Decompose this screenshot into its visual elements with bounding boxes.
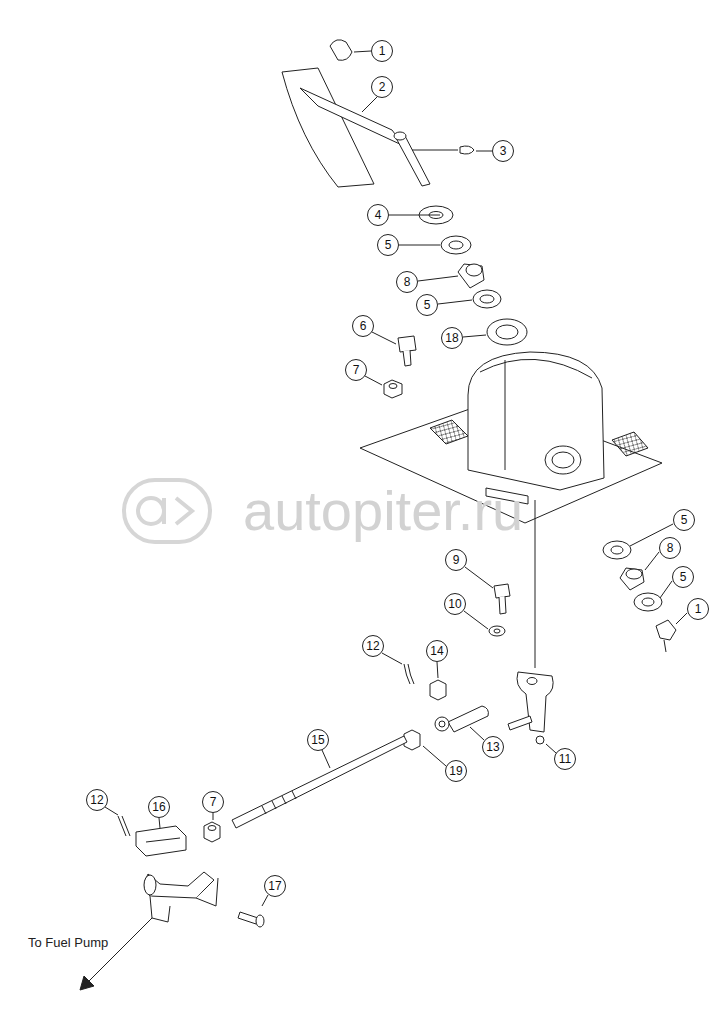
callout-text: 5 — [385, 239, 392, 251]
callout-number: 4 — [367, 204, 389, 226]
callout-number: 17 — [264, 875, 286, 897]
callout-text: 5 — [424, 299, 431, 311]
callout-text: 6 — [360, 320, 367, 332]
callout-number: 7 — [202, 791, 224, 813]
callout-text: 18 — [445, 332, 458, 344]
callout-number: 12 — [86, 789, 108, 811]
callout-number: 8 — [396, 271, 418, 293]
callout-text: 14 — [430, 645, 443, 657]
callout-text: 16 — [152, 801, 165, 813]
callout-number: 14 — [426, 640, 448, 662]
callout-text: 7 — [210, 796, 217, 808]
callout-number: 18 — [441, 327, 463, 349]
callout-number: 13 — [482, 736, 504, 758]
watermark-logo — [124, 480, 210, 542]
callout-number: 12 — [362, 635, 384, 657]
callout-number: 5 — [673, 509, 695, 531]
callout-text: 15 — [311, 734, 324, 746]
watermark-text: autopiter.ru — [243, 480, 523, 542]
callout-text: 2 — [379, 81, 386, 93]
callout-text: 19 — [449, 765, 462, 777]
callout-text: 13 — [486, 741, 499, 753]
callout-number: 16 — [148, 796, 170, 818]
callout-text: 5 — [681, 514, 688, 526]
callout-text: 8 — [667, 542, 674, 554]
callout-text: 1 — [379, 45, 386, 57]
callout-number: 15 — [307, 729, 329, 751]
callout-text: 17 — [268, 880, 281, 892]
callout-number: 1 — [371, 40, 393, 62]
callout-number: 8 — [659, 537, 681, 559]
callout-number: 6 — [352, 315, 374, 337]
callout-number: 5 — [377, 234, 399, 256]
callout-text: 8 — [404, 276, 411, 288]
callout-text: 7 — [353, 364, 360, 376]
callout-text: 10 — [448, 598, 461, 610]
callout-text: 5 — [680, 571, 687, 583]
callout-number: 7 — [345, 359, 367, 381]
callout-number: 9 — [445, 549, 467, 571]
callout-text: 3 — [500, 145, 507, 157]
callout-text: 1 — [695, 603, 702, 615]
callout-number: 5 — [416, 294, 438, 316]
callout-number: 5 — [672, 566, 694, 588]
callout-number: 11 — [554, 748, 576, 770]
callout-text: 4 — [375, 209, 382, 221]
callout-text: 12 — [90, 794, 103, 806]
callout-text: 9 — [453, 554, 460, 566]
callout-number: 19 — [445, 760, 467, 782]
callout-text: 11 — [559, 753, 571, 765]
callout-number: 2 — [371, 76, 393, 98]
callout-text: 12 — [366, 640, 379, 652]
callout-number: 1 — [687, 598, 709, 620]
direction-label: To Fuel Pump — [28, 936, 108, 950]
callout-number: 10 — [444, 593, 466, 615]
callout-number: 3 — [492, 140, 514, 162]
